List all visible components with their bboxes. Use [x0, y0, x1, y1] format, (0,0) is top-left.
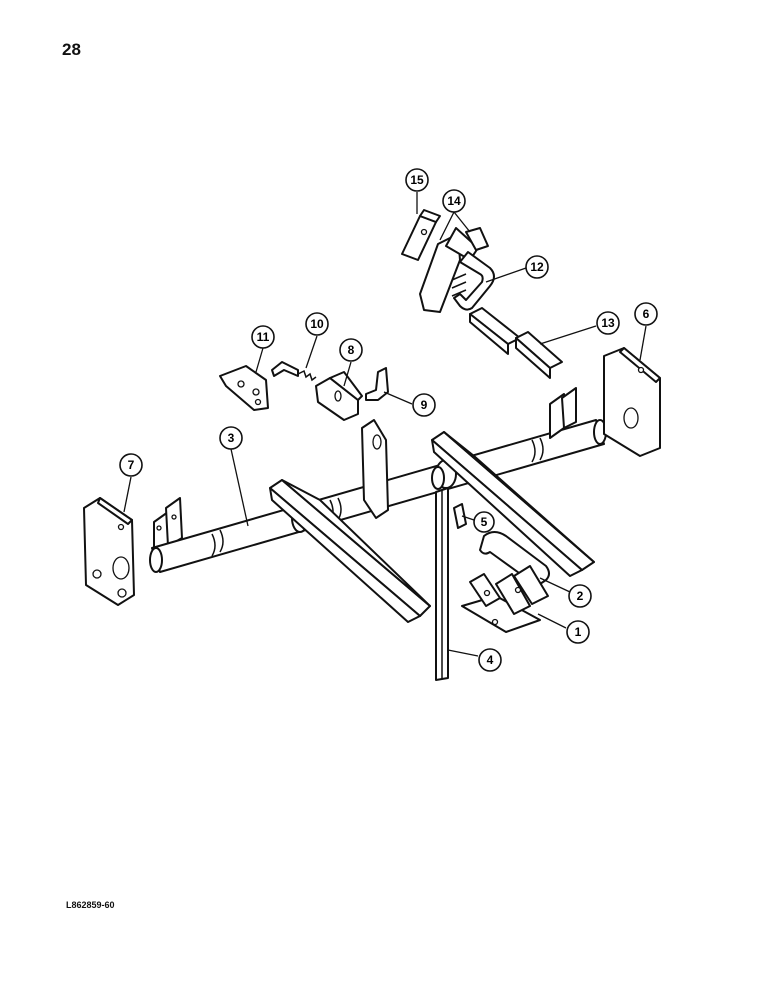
- part-7-left-bracket: [83, 497, 135, 606]
- part-12-u-bolt: [451, 251, 495, 311]
- part-4-flat-bar: [435, 487, 449, 681]
- callout-5: 5: [473, 511, 495, 533]
- callouts: 1 2 3 4 5 6 7 8: [119, 168, 658, 672]
- part-10-spring-pin: [271, 361, 317, 382]
- part-8-clevis: [315, 371, 363, 421]
- callout-4: 4: [478, 648, 502, 672]
- callout-6-label: 6: [643, 307, 650, 321]
- part-15-block: [401, 209, 441, 261]
- callout-11: 11: [251, 325, 275, 349]
- part-14-latch-plates: [419, 227, 489, 313]
- callout-2-label: 2: [577, 589, 584, 603]
- callout-3-label: 3: [228, 431, 235, 445]
- callout-7: 7: [119, 453, 143, 477]
- right-mount-tabs: [549, 387, 577, 439]
- leader-lines: [123, 192, 647, 657]
- callout-13-label: 13: [601, 316, 615, 330]
- part-6-right-bracket: [603, 347, 661, 457]
- callout-1: 1: [566, 620, 590, 644]
- part-5-clip: [453, 503, 467, 529]
- callout-1-label: 1: [575, 625, 582, 639]
- callout-9-label: 9: [421, 398, 428, 412]
- callout-7-label: 7: [128, 458, 135, 472]
- figure-code: L862859-60: [66, 900, 115, 910]
- callout-8-label: 8: [348, 343, 355, 357]
- right-support-arm: [431, 431, 595, 577]
- callout-12: 12: [525, 255, 549, 279]
- callout-14-label: 14: [447, 194, 461, 208]
- left-support-arm: [269, 479, 431, 623]
- callout-11-label: 11: [257, 330, 270, 344]
- callout-10-label: 10: [310, 317, 324, 331]
- page-number: 28: [62, 40, 81, 59]
- callout-10: 10: [305, 312, 329, 336]
- callout-15-label: 15: [410, 173, 424, 187]
- callout-15: 15: [405, 168, 429, 192]
- part-1-latch-base: [461, 565, 549, 633]
- center-mount-plate: [361, 419, 389, 519]
- callout-3: 3: [219, 426, 243, 450]
- callout-13: 13: [596, 311, 620, 335]
- callout-9: 9: [412, 393, 436, 417]
- callout-14: 14: [442, 189, 466, 213]
- part-9-l-pin: [365, 367, 389, 401]
- callout-4-label: 4: [487, 653, 494, 667]
- part-13-flat-plates: [469, 307, 563, 379]
- callout-2: 2: [568, 584, 592, 608]
- callout-6: 6: [634, 302, 658, 326]
- part-11-plate: [219, 365, 269, 411]
- callout-5-label: 5: [481, 515, 488, 529]
- callout-8: 8: [339, 338, 363, 362]
- callout-12-label: 12: [530, 260, 544, 274]
